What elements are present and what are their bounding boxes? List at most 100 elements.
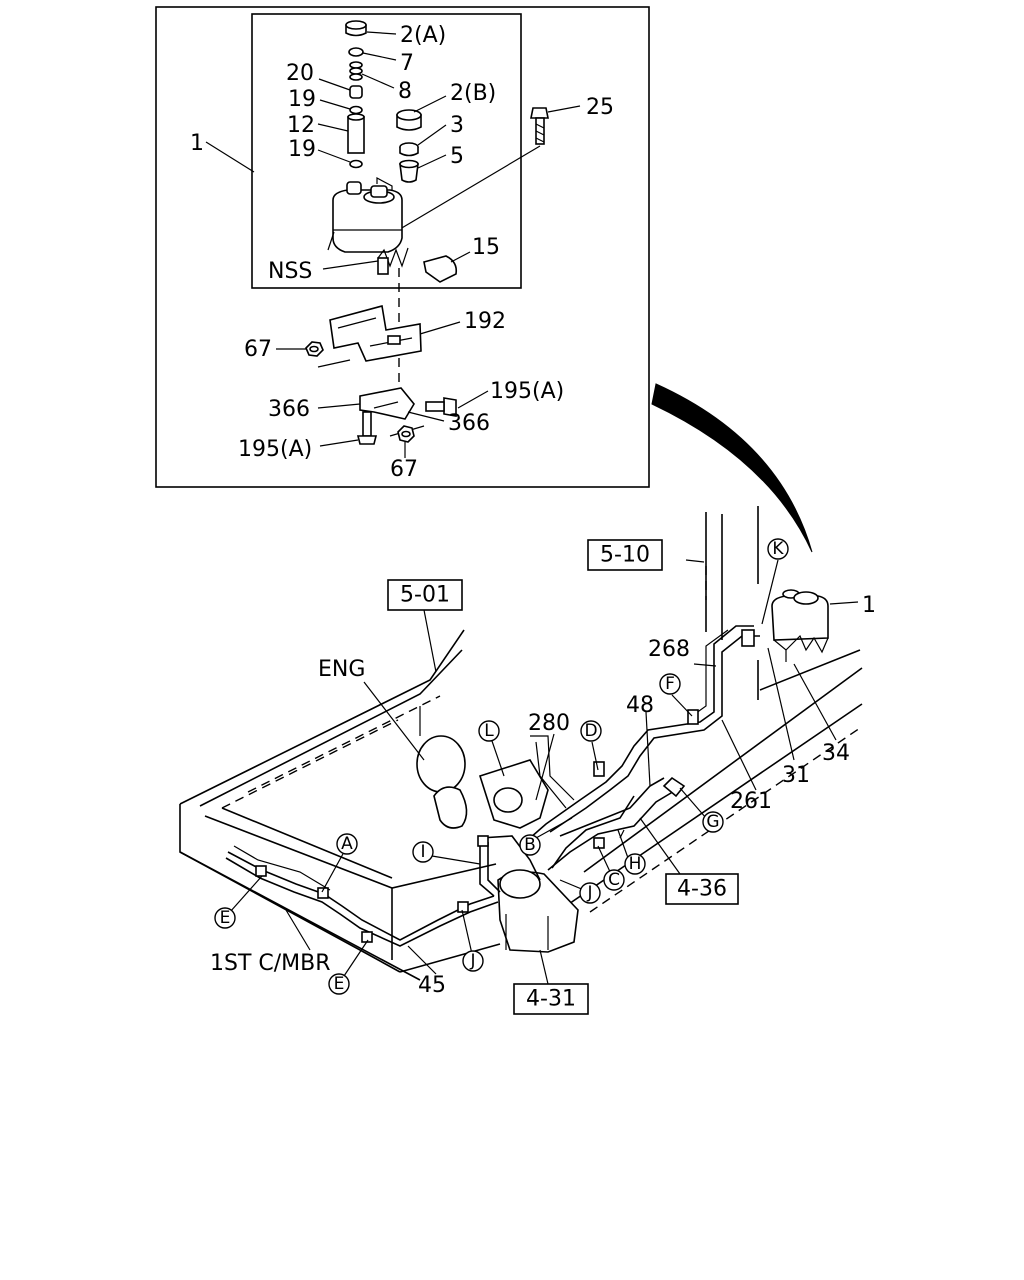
callout-8: 8 bbox=[398, 79, 412, 104]
clip-e1 bbox=[255, 865, 267, 877]
detail-inset: 1 2(A) 7 8 20 19 2(B) 3 12 5 19 25 NSS 1… bbox=[155, 6, 650, 488]
callout-195a-right: 195(A) bbox=[490, 379, 564, 404]
circle-h: H bbox=[624, 853, 646, 875]
callout-eng: ENG bbox=[318, 657, 365, 682]
callout-main-1: 1 bbox=[862, 593, 876, 618]
bolt-195a-right-part bbox=[425, 397, 457, 417]
callout-7: 7 bbox=[400, 51, 414, 76]
reservoir-body-part bbox=[332, 181, 409, 275]
callout-67-lower: 67 bbox=[390, 457, 418, 482]
callout-34: 34 bbox=[822, 741, 850, 766]
nut-67-lower-part bbox=[397, 425, 415, 443]
bracket-192-part bbox=[329, 304, 422, 362]
svg-text:5-10: 5-10 bbox=[600, 543, 650, 568]
ref-box-5-01: 5-01 bbox=[387, 579, 463, 611]
svg-text:B: B bbox=[524, 835, 536, 855]
callout-2b: 2(B) bbox=[450, 81, 496, 106]
part-3 bbox=[399, 142, 419, 157]
cap-2b-part bbox=[396, 109, 422, 131]
callout-12: 12 bbox=[287, 113, 315, 138]
callout-25: 25 bbox=[586, 95, 614, 120]
circle-a: A bbox=[336, 833, 358, 855]
circle-c: C bbox=[603, 869, 625, 891]
part-20 bbox=[349, 85, 363, 99]
circle-j1: J bbox=[579, 882, 601, 904]
clip-d bbox=[593, 761, 605, 777]
ring-19-upper bbox=[349, 105, 363, 115]
fitting-g bbox=[662, 776, 686, 798]
clip-a bbox=[317, 887, 329, 899]
callout-1: 1 bbox=[190, 131, 204, 156]
inset-outer-frame bbox=[155, 6, 650, 488]
clip-f bbox=[687, 709, 699, 725]
callout-20: 20 bbox=[286, 61, 314, 86]
clip-i bbox=[477, 835, 489, 847]
circle-l: L bbox=[478, 720, 500, 742]
svg-text:L: L bbox=[484, 721, 494, 741]
clip-c bbox=[593, 837, 605, 849]
ref-box-4-36: 4-36 bbox=[665, 873, 739, 905]
callout-67-upper: 67 bbox=[244, 337, 272, 362]
callout-2a: 2(A) bbox=[400, 23, 446, 48]
bracket-15-part bbox=[423, 255, 458, 283]
svg-text:C: C bbox=[608, 870, 620, 890]
svg-text:I: I bbox=[420, 842, 425, 862]
circle-f: F bbox=[659, 673, 681, 695]
inset-inner-frame bbox=[251, 13, 522, 289]
callout-268: 268 bbox=[648, 637, 690, 662]
circle-d: D bbox=[580, 720, 602, 742]
svg-text:5-01: 5-01 bbox=[400, 583, 450, 608]
bracket-366-part bbox=[359, 387, 415, 420]
part-5 bbox=[399, 159, 419, 183]
ring-19-lower bbox=[349, 159, 363, 169]
callout-1st-cmbr: 1ST C/MBR bbox=[210, 951, 331, 976]
bolt-195a-left-part bbox=[356, 411, 378, 445]
svg-text:D: D bbox=[584, 721, 597, 741]
circle-j2: J bbox=[462, 950, 484, 972]
callout-45: 45 bbox=[418, 973, 446, 998]
reservoir-installed bbox=[771, 589, 829, 662]
svg-text:K: K bbox=[772, 539, 784, 559]
chassis-view bbox=[179, 506, 863, 981]
nut-67-upper-part bbox=[305, 341, 324, 357]
callout-19-upper: 19 bbox=[288, 87, 316, 112]
main-leaders bbox=[229, 559, 859, 985]
bolt-25-part bbox=[530, 107, 549, 145]
ref-box-5-10: 5-10 bbox=[587, 539, 663, 571]
svg-text:E: E bbox=[334, 974, 345, 994]
callout-19-lower: 19 bbox=[288, 137, 316, 162]
circle-g: G bbox=[702, 811, 724, 833]
brake-pipes bbox=[225, 625, 760, 947]
callout-192: 192 bbox=[464, 309, 506, 334]
callout-48: 48 bbox=[626, 693, 654, 718]
callout-15: 15 bbox=[472, 235, 500, 260]
callout-31: 31 bbox=[782, 763, 810, 788]
cap-2a-part bbox=[345, 20, 367, 37]
abs-unit-4-31 bbox=[497, 869, 579, 953]
callout-366-left: 366 bbox=[268, 397, 310, 422]
svg-text:H: H bbox=[629, 854, 642, 874]
circle-b: B bbox=[519, 834, 541, 856]
callout-261: 261 bbox=[730, 789, 772, 814]
ref-box-4-31: 4-31 bbox=[513, 983, 589, 1015]
circle-k: K bbox=[767, 538, 789, 560]
detail-pointer-arc bbox=[651, 383, 813, 553]
svg-text:A: A bbox=[341, 834, 353, 854]
callout-195a-left: 195(A) bbox=[238, 437, 312, 462]
clip-k bbox=[741, 629, 755, 647]
spring-8-part bbox=[349, 61, 363, 81]
valve-assembly-280 bbox=[478, 735, 575, 829]
engine-master-cylinder bbox=[416, 706, 468, 829]
svg-text:J: J bbox=[586, 883, 592, 903]
tube-12-part bbox=[347, 113, 365, 154]
callout-5: 5 bbox=[450, 144, 464, 169]
svg-text:F: F bbox=[665, 674, 675, 694]
callout-3: 3 bbox=[450, 113, 464, 138]
svg-text:4-36: 4-36 bbox=[677, 877, 727, 902]
circle-e1: E bbox=[214, 907, 236, 929]
callout-280: 280 bbox=[528, 711, 570, 736]
callout-nss: NSS bbox=[268, 259, 312, 284]
ring-7-part bbox=[348, 47, 364, 57]
svg-text:4-31: 4-31 bbox=[526, 987, 576, 1012]
